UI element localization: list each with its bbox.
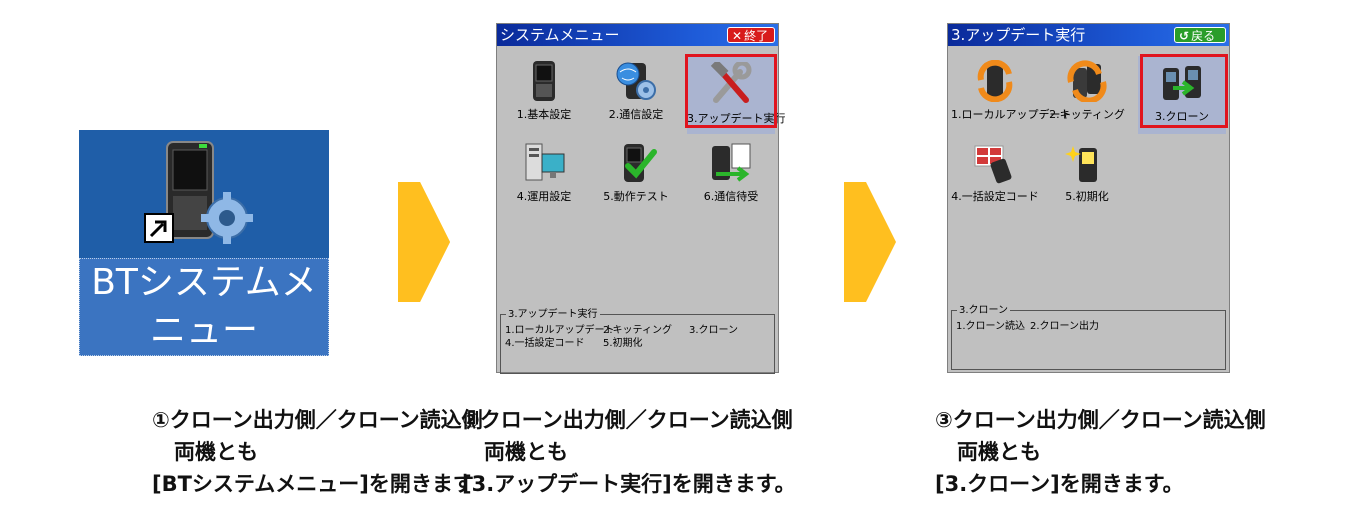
menu-item-basic-settings[interactable]: 1.基本設定 [500, 54, 588, 132]
terminal-refresh-icon [977, 60, 1013, 102]
info-entry: 5.初期化 [603, 338, 643, 349]
close-icon: ✕ [732, 29, 743, 43]
handheld-terminal-icon [533, 61, 555, 101]
info-entry: 1.ローカルアップデート [505, 325, 615, 336]
menu-item-label: 2.通信設定 [608, 108, 664, 121]
caption-step-2: ②クローン出力側／クローン読込側 両機とも [3.アップデート実行]を開きます。 [462, 404, 796, 500]
caption-line2: 両機とも [957, 440, 1041, 464]
shortcut-label-line2: ニュー [149, 310, 258, 351]
update-execution-screen: 3.アップデート実行 ↺戻る 1.ローカルアップデート 2.キッティング 3. [947, 23, 1230, 373]
caption-step-1: ①クローン出力側／クローン読込側 両機とも [BTシステムメニュー]を開きます [152, 404, 483, 500]
shortcut-label-line1: BTシステムメ [91, 262, 317, 303]
highlight-box [685, 54, 777, 128]
highlight-box [1140, 54, 1228, 128]
menu-item-label: 4.一括設定コード [951, 190, 1039, 203]
menu-item-initialize[interactable]: 5.初期化 [1043, 136, 1131, 214]
menu-item-label: 1.ローカルアップデート [951, 108, 1072, 121]
caption-line3: [BTシステムメニュー]を開きます [152, 472, 474, 496]
arrow-right-icon [844, 182, 896, 302]
exit-button-label: 終了 [744, 29, 769, 43]
menu-item-label: 3.クローン [1155, 110, 1209, 123]
terminals-refresh-icon [1067, 60, 1107, 102]
menu-item-communication-settings[interactable]: 2.通信設定 [592, 54, 680, 132]
back-button[interactable]: ↺戻る [1174, 27, 1226, 43]
info-entry: 2.クローン出力 [1030, 321, 1100, 332]
terminals-clone-icon [1163, 66, 1201, 100]
computer-tower-icon [525, 143, 565, 181]
bt-system-menu-shortcut[interactable]: BTシステムメ ニュー [79, 130, 329, 356]
info-entry: 3.クローン [689, 325, 739, 336]
info-panel-title: 3.クローン [957, 304, 1011, 317]
menu-item-communication-standby[interactable]: 6.通信待受 [687, 136, 775, 214]
caption-line2: 両機とも [484, 440, 568, 464]
tools-wrench-hammer-icon [710, 62, 752, 103]
menu-item-batch-setting-code[interactable]: 4.一括設定コード [951, 136, 1039, 214]
back-button-label: 戻る [1191, 29, 1216, 43]
menu-item-label: 5.動作テスト [603, 190, 669, 203]
handheld-terminal-gear-icon [144, 141, 253, 244]
menu-item-local-update[interactable]: 1.ローカルアップデート [951, 54, 1072, 132]
info-entry: 2.キッティング [603, 325, 672, 336]
shortcut-label: BTシステムメ ニュー [79, 258, 329, 356]
menu-item-clone[interactable]: 3.クローン [1138, 56, 1226, 134]
back-arrow-icon: ↺ [1179, 29, 1190, 43]
caption-line1: ③クローン出力側／クローン読込側 [935, 408, 1266, 432]
info-row: 4.一括設定コード 5.初期化 [505, 337, 770, 350]
caption-step-3: ③クローン出力側／クローン読込側 両機とも [3.クローン]を開きます。 [935, 404, 1266, 500]
menu-item-label: 6.通信待受 [703, 190, 759, 203]
menu-item-operation-test[interactable]: 5.動作テスト [592, 136, 680, 214]
info-row: 1.クローン読込 2.クローン出力 [956, 320, 1221, 333]
caption-line1: ①クローン出力側／クローン読込側 [152, 408, 483, 432]
terminal-document-arrow-icon [712, 143, 751, 182]
info-panel: 3.クローン 1.クローン読込 2.クローン出力 [951, 304, 1226, 370]
terminal-sparkle-icon [1065, 146, 1097, 182]
info-entry: 1.クローン読込 [956, 321, 1026, 332]
exit-button[interactable]: ✕終了 [727, 27, 775, 43]
info-row: 1.ローカルアップデート2.キッティング 3.クローン [505, 324, 770, 337]
caption-line2: 両機とも [174, 440, 258, 464]
menu-item-label: 3.アップデート実行 [687, 112, 786, 125]
menu-item-label: 1.基本設定 [516, 108, 572, 121]
caption-line3: [3.アップデート実行]を開きます。 [462, 472, 796, 496]
menu-item-operation-settings[interactable]: 4.運用設定 [500, 136, 588, 214]
terminal-checkmark-icon [624, 144, 657, 182]
arrow-right-icon [398, 182, 450, 302]
window-title: システムメニュー [500, 26, 620, 44]
info-panel: 3.アップデート実行 1.ローカルアップデート2.キッティング 3.クローン 4.… [500, 308, 775, 374]
menu-item-update-execution[interactable]: 3.アップデート実行 [687, 56, 786, 134]
info-entry: 4.一括設定コード [505, 338, 585, 349]
caption-line3: [3.クローン]を開きます。 [935, 472, 1184, 496]
menu-item-label: 5.初期化 [1065, 190, 1109, 203]
globe-gear-icon [616, 62, 656, 100]
caption-line1: ②クローン出力側／クローン読込側 [462, 408, 793, 432]
system-menu-screen: システムメニュー ✕終了 1.基本設定 2.通信設定 3.アップデート実行 [496, 23, 786, 374]
system-menu-titlebar: システムメニュー ✕終了 [497, 24, 778, 46]
update-execution-titlebar: 3.アップデート実行 ↺戻る [948, 24, 1229, 46]
menu-item-label: 2.キッティング [1049, 108, 1125, 121]
barcode-terminal-icon [974, 145, 1012, 184]
info-panel-title: 3.アップデート実行 [506, 308, 600, 321]
window-title: 3.アップデート実行 [951, 26, 1086, 44]
menu-item-kitting[interactable]: 2.キッティング [1043, 54, 1131, 132]
menu-item-label: 4.運用設定 [516, 190, 572, 203]
